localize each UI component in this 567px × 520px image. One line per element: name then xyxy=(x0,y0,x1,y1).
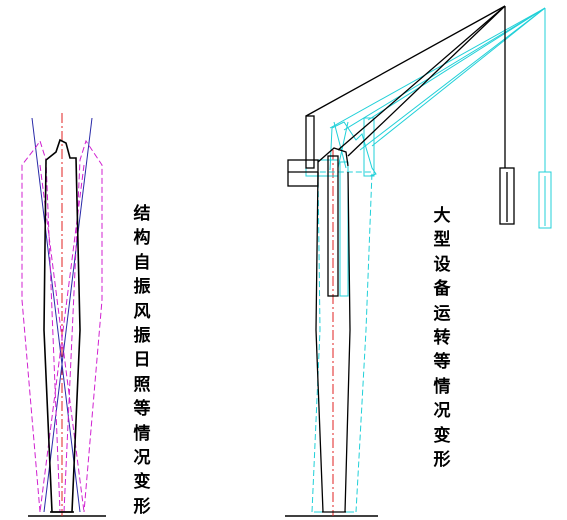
crane-deformed-cyan xyxy=(305,7,552,513)
left-blue-deflection-lines xyxy=(31,117,93,513)
left-tower-outline xyxy=(43,138,81,513)
left-deformed-shape-a xyxy=(21,139,61,513)
left-tower-figure xyxy=(21,113,106,517)
right-caption: 大型设备运转等情况变形 xyxy=(433,206,451,471)
left-caption: 结构自振风振日照等情况变形 xyxy=(133,204,151,517)
right-crane-figure xyxy=(285,5,552,517)
crane-original-black xyxy=(287,5,515,513)
left-deformed-cross xyxy=(39,164,85,513)
left-deformed-shape-b xyxy=(63,139,103,513)
